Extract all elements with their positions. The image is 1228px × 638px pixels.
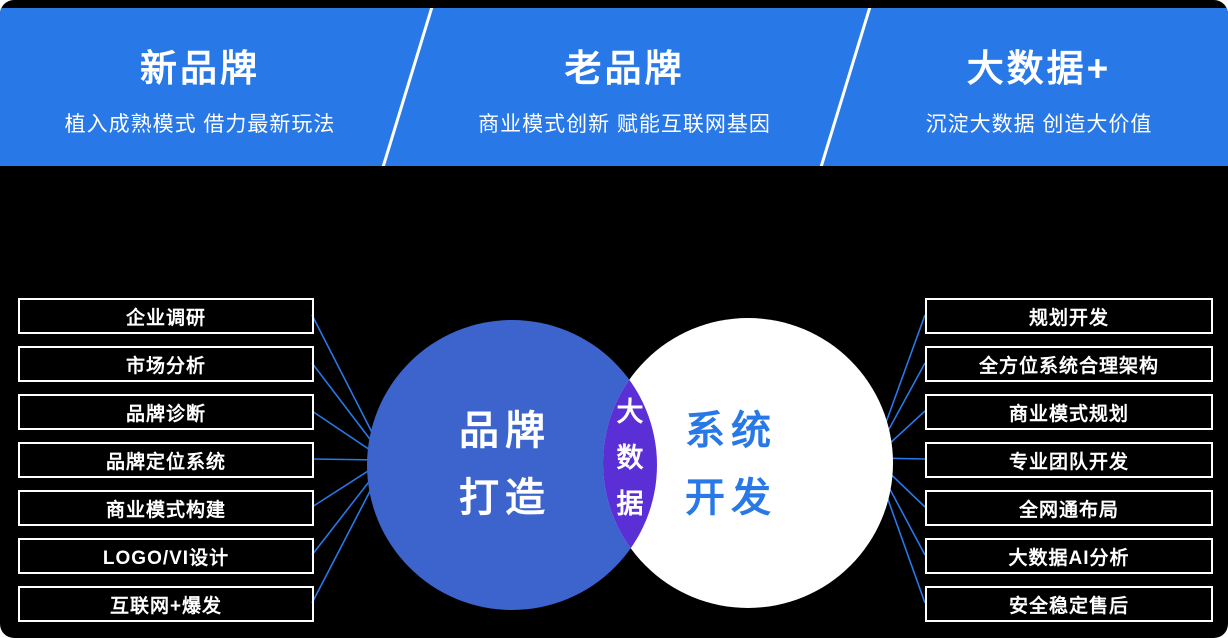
banner-title-big-data: 大数据+	[966, 48, 1112, 89]
banner-title-new-brand: 新品牌	[140, 48, 260, 89]
left-item-box-4: 品牌定位系统	[18, 442, 314, 478]
banner-subtitle-new-brand: 植入成熟模式 借力最新玩法	[64, 113, 336, 136]
overlap-label: 大 数 据	[600, 389, 660, 527]
system-circle-label: 系统 开发	[685, 409, 777, 520]
system-circle	[603, 318, 893, 608]
right-item-box-1: 规划开发	[925, 298, 1213, 334]
right-item-box-7: 安全稳定售后	[925, 586, 1213, 622]
top-banner: 新品牌 植入成熟模式 借力最新玩法 老品牌 商业模式创新 赋能互联网基因 大数据…	[0, 8, 1228, 166]
banner-section-new-brand: 新品牌 植入成熟模式 借力最新玩法	[0, 8, 400, 166]
left-item-box-6: LOGO/VI设计	[18, 538, 314, 574]
right-item-box-6: 大数据AI分析	[925, 538, 1213, 574]
banner-section-old-brand: 老品牌 商业模式创新 赋能互联网基因	[412, 8, 837, 166]
left-item-box-5: 商业模式构建	[18, 490, 314, 526]
right-item-box-4: 专业团队开发	[925, 442, 1213, 478]
right-item-box-2: 全方位系统合理架构	[925, 346, 1213, 382]
overlap-char-1: 大	[616, 397, 644, 427]
left-item-box-1: 企业调研	[18, 298, 314, 334]
overlap-char-2: 数	[616, 443, 644, 473]
overlap-char-3: 据	[616, 489, 644, 519]
banner-title-old-brand: 老品牌	[564, 48, 685, 89]
brand-circle	[367, 320, 657, 610]
left-item-box-7: 互联网+爆发	[18, 586, 314, 622]
left-item-box-3: 品牌诊断	[18, 394, 314, 430]
banner-subtitle-big-data: 沉淀大数据 创造大价值	[925, 113, 1153, 136]
banner-subtitle-old-brand: 商业模式创新 赋能互联网基因	[478, 113, 771, 136]
left-item-box-2: 市场分析	[18, 346, 314, 382]
right-item-box-5: 全网通布局	[925, 490, 1213, 526]
brand-circle-label: 品牌 打造	[459, 409, 551, 520]
banner-section-big-data: 大数据+ 沉淀大数据 创造大价值	[850, 8, 1228, 166]
right-item-box-3: 商业模式规划	[925, 394, 1213, 430]
